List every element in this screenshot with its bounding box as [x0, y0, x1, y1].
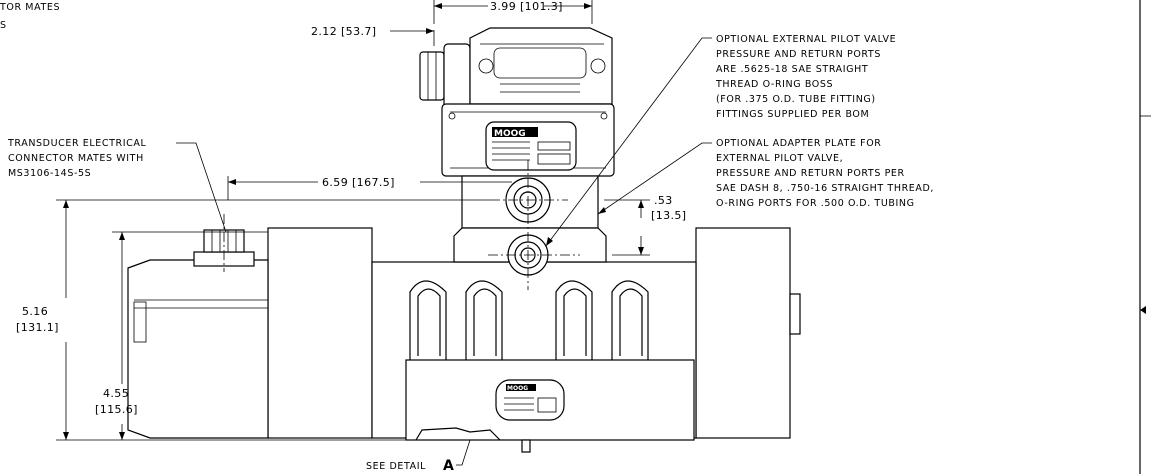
note-adapter-plate-line-4: SAE DASH 8, .750-16 STRAIGHT THREAD,: [716, 183, 934, 194]
note-pilot-valve-line-5: (FOR .375 O.D. TUBE FITTING): [716, 94, 876, 105]
detail-letter: A: [443, 458, 454, 474]
dimension-port-height: .53 [13.5]: [604, 194, 686, 256]
dimension-body-height-in: 4.55: [103, 387, 129, 400]
note-pilot-valve: OPTIONAL EXTERNAL PILOT VALVE PRESSURE A…: [545, 34, 896, 247]
moog-logo-plate: [492, 127, 538, 137]
note-transducer-line-2: CONNECTOR MATES WITH: [8, 153, 144, 164]
dimension-width-top: 3.99 [101.3]: [433, 0, 593, 24]
note-top-left-line-2: S: [0, 20, 7, 31]
note-pilot-valve-line-6: FITTINGS SUPPLIED PER BOM: [716, 109, 869, 120]
drawing-frame-right: [1139, 0, 1151, 474]
note-adapter-plate-line-5: O-RING PORTS FOR .500 O.D. TUBING: [716, 198, 915, 209]
dimension-offset-left-text: 2.12 [53.7]: [311, 25, 376, 38]
dimension-port-spacing: 6.59 [167.5]: [227, 176, 512, 200]
dimension-overall-height-mm: [131.1]: [16, 321, 59, 334]
transducer-housing: [127, 214, 269, 439]
dimension-port-spacing-text: 6.59 [167.5]: [322, 176, 395, 189]
note-pilot-valve-line-3: ARE .5625-18 SAE STRAIGHT: [716, 64, 868, 75]
dimension-offset-left: 2.12 [53.7]: [311, 25, 435, 46]
brand-logo-top: MOOG: [494, 129, 526, 139]
dimension-overall-height-in: 5.16: [22, 305, 48, 318]
note-adapter-plate: OPTIONAL ADAPTER PLATE FOR EXTERNAL PILO…: [597, 138, 934, 215]
servo-valve-body: MOOG: [267, 227, 801, 453]
pilot-valve-housing: P MOOG: [419, 27, 615, 229]
note-adapter-plate-line-2: EXTERNAL PILOT VALVE,: [716, 153, 843, 164]
note-see-detail: SEE DETAIL A: [366, 439, 471, 474]
note-adapter-plate-line-1: OPTIONAL ADAPTER PLATE FOR: [716, 138, 881, 149]
dimension-port-height-in: .53: [654, 194, 673, 207]
note-transducer-line-3: MS3106-14S-5S: [8, 168, 91, 179]
note-transducer: TRANSDUCER ELECTRICAL CONNECTOR MATES WI…: [7, 138, 227, 233]
dimension-body-height-mm: [115.6]: [95, 403, 138, 416]
note-pilot-valve-line-2: PRESSURE AND RETURN PORTS: [716, 49, 881, 60]
note-transducer-line-1: TRANSDUCER ELECTRICAL: [7, 138, 146, 149]
see-detail-text: SEE DETAIL: [366, 461, 426, 472]
dimension-body-height: 4.55 [115.6]: [95, 231, 268, 440]
note-pilot-valve-line-1: OPTIONAL EXTERNAL PILOT VALVE: [716, 34, 896, 45]
note-pilot-valve-line-4: THREAD O-RING BOSS: [715, 79, 833, 90]
note-adapter-plate-line-3: PRESSURE AND RETURN PORTS PER: [716, 168, 905, 179]
dimension-overall-height: 5.16 [131.1]: [16, 199, 490, 441]
dimension-port-height-mm: [13.5]: [651, 209, 686, 222]
dimension-width-top-text: 3.99 [101.3]: [490, 0, 563, 13]
note-top-left-line-1: TOR MATES: [0, 2, 60, 13]
brand-logo-bottom: MOOG: [507, 385, 528, 392]
